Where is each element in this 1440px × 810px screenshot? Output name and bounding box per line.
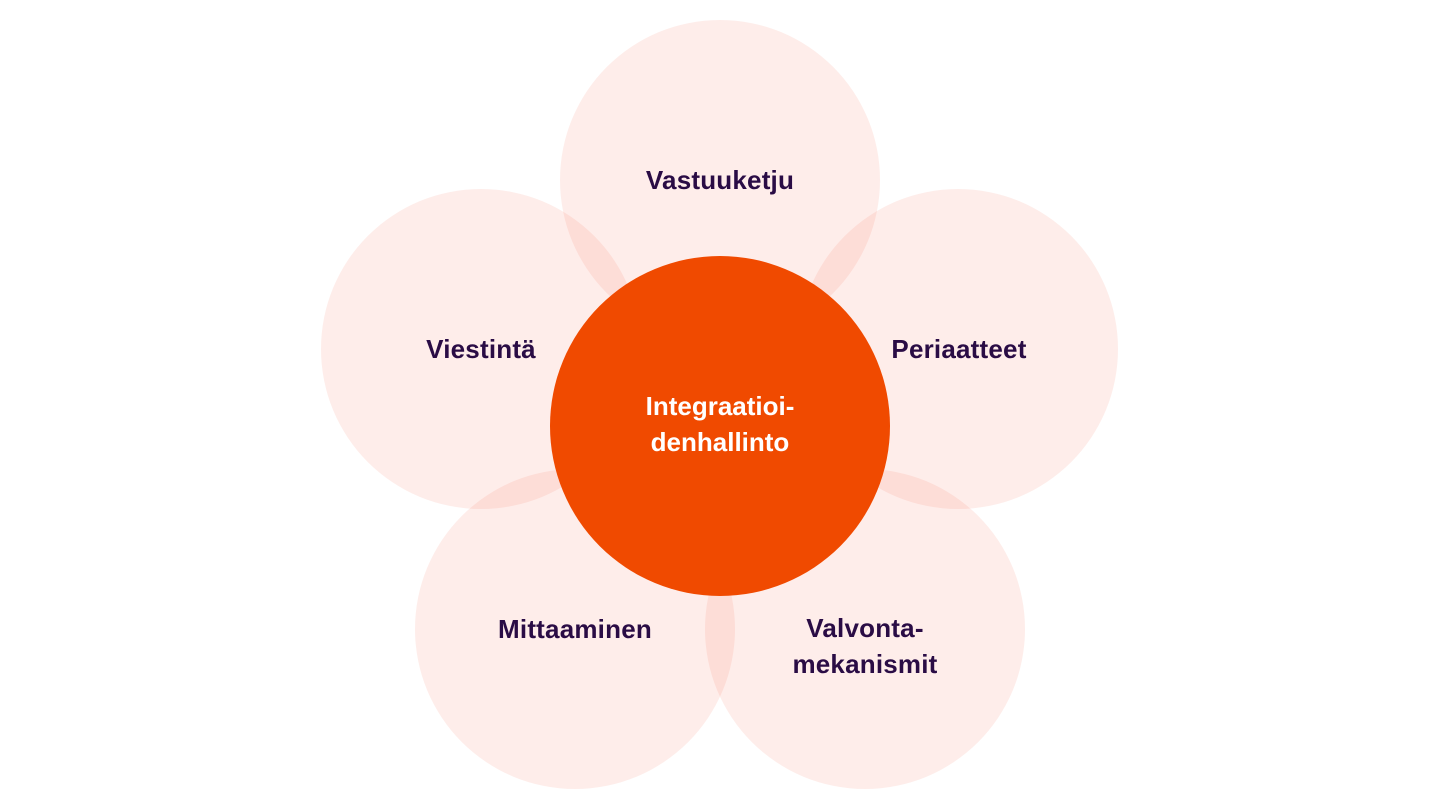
center-label: Integraatioi- denhallinto <box>645 391 795 457</box>
petal-label: Valvonta- mekanismit <box>792 613 938 679</box>
petal-label: Periaatteet <box>891 334 1027 364</box>
petal-label: Viestintä <box>426 334 536 364</box>
petal-label: Vastuuketju <box>645 165 795 195</box>
center-circle-integraatioidenhallinto: Integraatioi- denhallinto <box>550 256 890 596</box>
petal-label: Mittaaminen <box>498 614 652 644</box>
